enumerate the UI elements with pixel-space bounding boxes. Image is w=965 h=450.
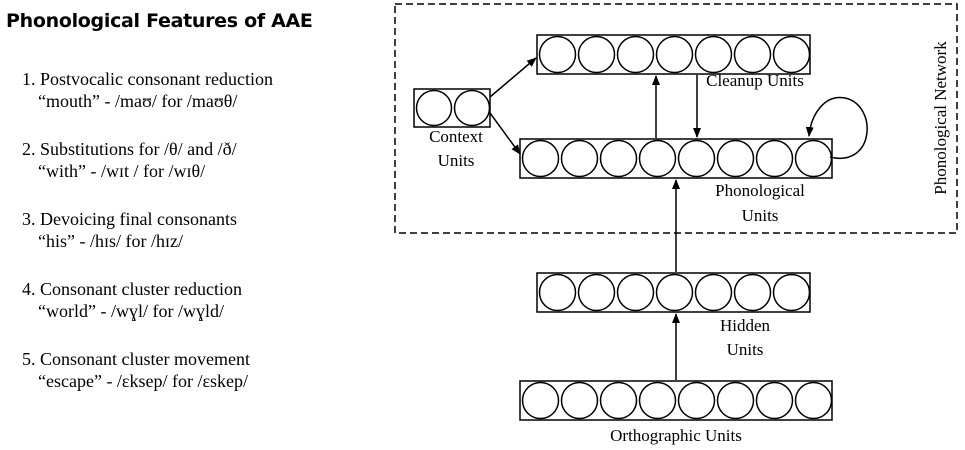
unit-node xyxy=(794,139,833,178)
feature-example: “escape” - /ɛksep/ for /ɛskep/ xyxy=(38,371,249,391)
orthographic-units-circles xyxy=(521,381,833,420)
unit-node xyxy=(521,139,560,178)
unit-node xyxy=(733,273,772,312)
unit-node xyxy=(677,381,716,420)
unit-node xyxy=(716,139,755,178)
phonological-network-label: Phonological Network xyxy=(931,41,950,195)
feature-item: 4. Consonant cluster reduction “world” -… xyxy=(22,278,372,348)
feature-example: “with” - /wɪt / for /wɪθ/ xyxy=(38,161,206,181)
unit-node xyxy=(577,35,616,74)
feature-example: “mouth” - /maʊ/ for /maʊθ/ xyxy=(38,91,238,111)
feature-item: 1. Postvocalic consonant reduction “mout… xyxy=(22,68,372,138)
unit-node xyxy=(655,273,694,312)
unit-node xyxy=(694,35,733,74)
unit-node xyxy=(599,139,638,178)
feature-heading: 1. Postvocalic consonant reduction xyxy=(22,69,273,89)
orthographic-units-label: Orthographic Units xyxy=(610,426,742,445)
phonological-units-label-line2: Units xyxy=(742,206,779,225)
unit-node xyxy=(694,273,733,312)
unit-node xyxy=(577,273,616,312)
feature-heading: 4. Consonant cluster reduction xyxy=(22,279,242,299)
feature-item: 3. Devoicing final consonants “his” - /h… xyxy=(22,208,372,278)
feature-item: 2. Substitutions for /θ/ and /ð/ “with” … xyxy=(22,138,372,208)
context-units-layer xyxy=(413,88,491,128)
unit-node xyxy=(655,35,694,74)
unit-node xyxy=(755,139,794,178)
feature-example: “his” - /hɪs/ for /hɪz/ xyxy=(38,231,183,251)
unit-node xyxy=(538,35,577,74)
arrow-context-to-cleanup xyxy=(489,57,537,98)
hidden-units-label-line2: Units xyxy=(727,340,764,359)
cleanup-units-layer xyxy=(536,34,811,75)
feature-heading: 3. Devoicing final consonants xyxy=(22,209,237,229)
unit-node xyxy=(755,381,794,420)
unit-node xyxy=(616,35,655,74)
hidden-units-layer xyxy=(536,272,811,313)
context-units-circles xyxy=(415,89,491,127)
unit-node xyxy=(772,35,811,74)
unit-node xyxy=(560,139,599,178)
unit-node xyxy=(538,273,577,312)
hidden-units-label-line1: Hidden xyxy=(720,316,771,335)
unit-node xyxy=(560,381,599,420)
phonological-units-circles xyxy=(521,139,833,178)
feature-example: “world” - /wɣl/ for /wɣld/ xyxy=(38,301,224,321)
unit-node xyxy=(599,381,638,420)
unit-node xyxy=(677,139,716,178)
unit-node xyxy=(616,273,655,312)
unit-node xyxy=(794,381,833,420)
orthographic-units-layer xyxy=(519,380,833,421)
cleanup-units-label: Cleanup Units xyxy=(706,71,804,90)
phonological-units-layer xyxy=(519,138,833,179)
unit-node xyxy=(638,139,677,178)
context-units-label-line2: Units xyxy=(438,151,475,170)
page-title: Phonological Features of AAE xyxy=(6,10,313,32)
arrow-context-to-phonological xyxy=(489,112,521,155)
unit-node xyxy=(638,381,677,420)
feature-list: 1. Postvocalic consonant reduction “mout… xyxy=(22,68,372,418)
feature-item: 5. Consonant cluster movement “escape” -… xyxy=(22,348,372,418)
unit-node xyxy=(772,273,811,312)
unit-node xyxy=(733,35,772,74)
phonological-units-label-line1: Phonological xyxy=(715,181,805,200)
unit-node xyxy=(716,381,755,420)
feature-heading: 2. Substitutions for /θ/ and /ð/ xyxy=(22,139,237,159)
unit-node xyxy=(415,89,453,127)
feature-heading: 5. Consonant cluster movement xyxy=(22,349,250,369)
unit-node xyxy=(521,381,560,420)
cleanup-units-circles xyxy=(538,35,811,74)
unit-node xyxy=(453,89,491,127)
arrow-phonological-recurrent xyxy=(805,96,868,160)
context-units-label-line1: Context xyxy=(429,127,483,146)
hidden-units-circles xyxy=(538,273,811,312)
